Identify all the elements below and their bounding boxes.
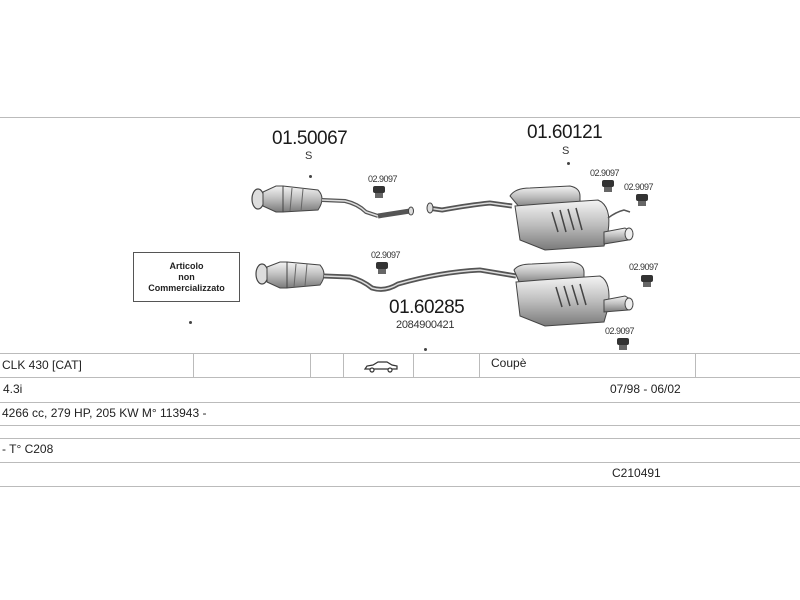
clamp-label: 02.9097 <box>368 174 398 184</box>
clamp-icon[interactable] <box>636 194 648 206</box>
lower-front-catalyst[interactable] <box>255 261 325 289</box>
upper-rear-pipe[interactable] <box>426 200 513 214</box>
table-border <box>0 438 800 439</box>
column-separator <box>413 353 414 377</box>
table-border <box>0 462 800 463</box>
not-sold-notice: Articolo non Commercializzato <box>133 252 240 302</box>
oem-number: 2084900421 <box>396 319 455 331</box>
dot-marker <box>189 321 192 324</box>
column-separator <box>193 353 194 377</box>
lower-rear-silencer[interactable] <box>513 261 634 327</box>
vehicle-model: CLK 430 [CAT] <box>2 358 82 372</box>
exhaust-system-drawing <box>251 180 653 350</box>
column-separator <box>479 353 480 377</box>
vehicle-type: - T° C208 <box>2 442 54 456</box>
clamp-icon[interactable] <box>641 275 653 287</box>
table-border <box>0 353 800 354</box>
column-separator <box>343 353 344 377</box>
dot-marker <box>424 348 427 351</box>
notice-line: Articolo <box>169 260 204 271</box>
clamp-label: 02.9097 <box>590 168 620 178</box>
dot-marker <box>567 162 570 165</box>
clamp-label: 02.9097 <box>605 326 635 336</box>
clamp-icon[interactable] <box>617 338 629 350</box>
car-coupe-icon <box>363 361 398 373</box>
upper-pipe-end[interactable] <box>377 208 411 219</box>
clamp-label: 02.9097 <box>371 250 401 260</box>
part-number-01-60121[interactable]: 01.60121 <box>527 122 603 143</box>
upper-front-catalyst[interactable] <box>251 185 323 213</box>
lower-middle-pipe[interactable] <box>323 267 517 292</box>
dot-marker <box>309 175 312 178</box>
part-number-01-50067[interactable]: 01.50067 <box>272 128 348 149</box>
upper-rear-silencer[interactable] <box>509 185 634 251</box>
clamp-icon[interactable] <box>602 180 614 192</box>
part-suffix: S <box>562 145 570 157</box>
table-border <box>0 486 800 487</box>
table-border <box>0 402 800 403</box>
clamp-icon[interactable] <box>376 262 388 274</box>
notice-line: Commercializzato <box>148 282 225 293</box>
engine-specs: 4266 cc, 279 HP, 205 KW M° 113943 - <box>2 406 207 420</box>
table-border <box>0 377 800 378</box>
engine-size: 4.3i <box>3 382 23 396</box>
vehicle-code: C210491 <box>612 466 661 480</box>
clamp-icon[interactable] <box>373 186 385 198</box>
notice-line: non <box>178 271 195 282</box>
body-type: Coupè <box>491 356 527 370</box>
table-border <box>0 425 800 426</box>
part-suffix: S <box>305 150 313 162</box>
production-years: 07/98 - 06/02 <box>610 382 681 396</box>
clamp-label: 02.9097 <box>629 262 659 272</box>
column-separator <box>310 353 311 377</box>
diagram-top-border <box>0 117 800 118</box>
clamp-label: 02.9097 <box>624 182 654 192</box>
column-separator <box>695 353 696 377</box>
part-number-01-60285[interactable]: 01.60285 <box>389 297 465 318</box>
